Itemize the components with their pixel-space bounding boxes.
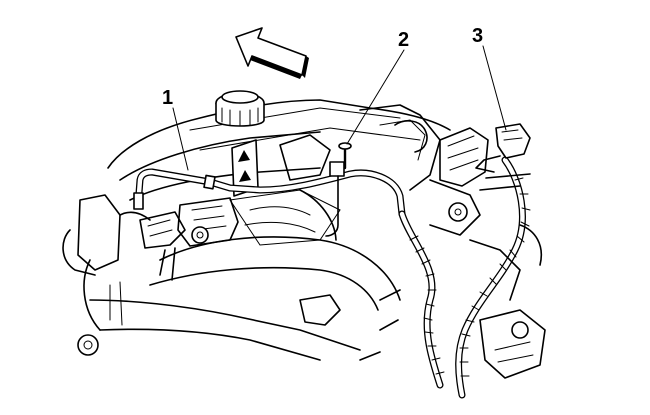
left-components <box>62 194 239 356</box>
leader-lines <box>172 45 507 171</box>
callout-2: 2 <box>398 29 409 51</box>
sensor-3 <box>475 123 531 191</box>
callout-3: 3 <box>472 25 483 47</box>
callout-1: 1 <box>162 87 173 109</box>
vacuum-hose-1 <box>133 168 406 218</box>
hose-fitting-2 <box>325 142 352 237</box>
front-direction-arrow-icon <box>235 27 309 79</box>
right-components <box>299 127 546 379</box>
oil-filler-cap-icon <box>215 90 265 127</box>
corrugated-hoses <box>398 156 531 399</box>
